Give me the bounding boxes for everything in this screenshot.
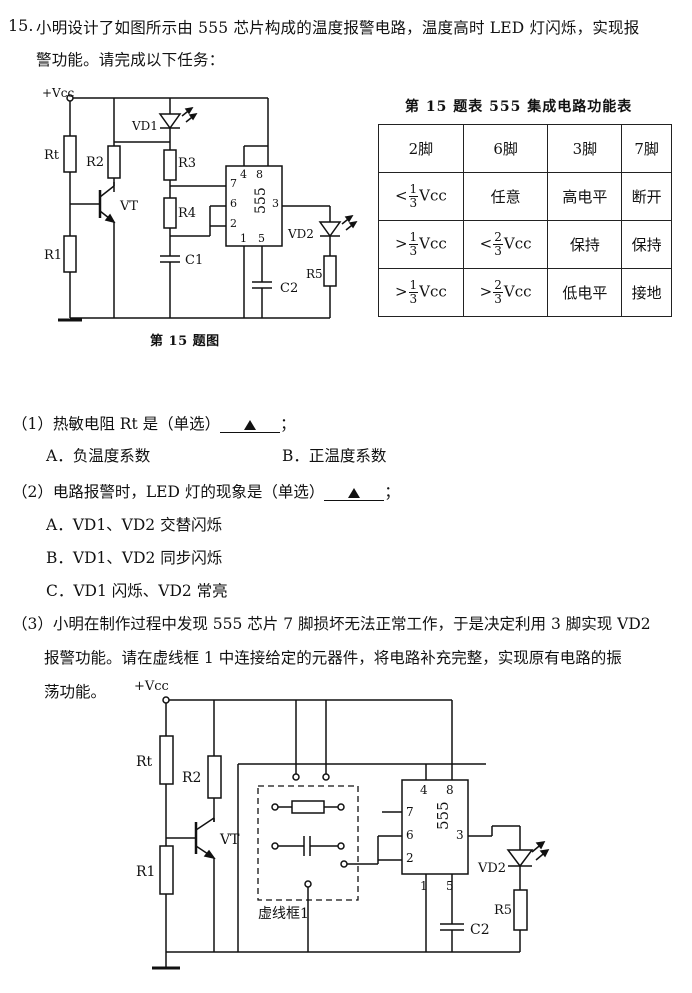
q2-option-a[interactable]: A．VD1、VD2 交替闪烁: [46, 516, 223, 534]
header-cell: 2脚: [378, 124, 464, 173]
q2-stem: （2）电路报警时，LED 灯的现象是（单选）: [12, 483, 325, 501]
svg-text:4: 4: [240, 168, 247, 181]
q3-line2: 报警功能。请在虚线框 1 中连接给定的元器件，将电路补充完整，实现原有电路的振: [44, 649, 622, 667]
svg-text:1: 1: [420, 879, 428, 893]
svg-text:VD2: VD2: [287, 227, 314, 241]
pin3-cell: 高电平: [547, 172, 623, 221]
vcc-label: +Vcc: [42, 86, 74, 100]
question-intro-line1: 小明设计了如图所示由 555 芯片构成的温度报警电路，温度高时 LED 灯闪烁，…: [36, 19, 640, 37]
svg-text:2: 2: [230, 217, 237, 230]
question-number: 15.: [8, 16, 34, 35]
pin7-cell: 保持: [621, 220, 672, 269]
triangle-icon: [244, 420, 257, 430]
question-intro-line2: 警功能。请完成以下任务：: [36, 51, 225, 69]
svg-text:8: 8: [256, 168, 263, 181]
q3-line3: 荡功能。: [44, 683, 107, 701]
svg-text:R4: R4: [178, 206, 196, 221]
q2-option-c[interactable]: C．VD1 闪烁、VD2 常亮: [46, 582, 228, 600]
svg-text:Rt: Rt: [44, 148, 60, 163]
header-cell: 3脚: [547, 124, 623, 173]
svg-text:555: 555: [253, 187, 269, 214]
svg-text:R5: R5: [494, 903, 512, 918]
svg-text:VD2: VD2: [477, 861, 506, 876]
pin7-cell: 断开: [621, 172, 672, 221]
pin3-cell: 保持: [547, 220, 623, 269]
svg-text:555: 555: [434, 801, 452, 830]
svg-text:5: 5: [258, 232, 265, 245]
svg-text:3: 3: [272, 197, 279, 210]
header-cell: 7脚: [621, 124, 672, 173]
svg-text:5: 5: [446, 879, 454, 893]
svg-text:2: 2: [406, 851, 414, 865]
pin6-cell: 任意: [462, 172, 549, 221]
svg-text:3: 3: [456, 828, 464, 842]
svg-text:7: 7: [406, 805, 414, 819]
q2-stem-row: （2）电路报警时，LED 灯的现象是（单选）；: [12, 483, 400, 501]
svg-text:1: 1: [240, 232, 247, 245]
svg-text:VD1: VD1: [131, 119, 158, 133]
circuit-diagram-2: +Vcc Rt R1 R2 VT 虚线框1 5: [134, 679, 550, 970]
svg-text:R1: R1: [136, 864, 155, 880]
svg-text:C2: C2: [470, 922, 490, 938]
q2-option-b[interactable]: B．VD1、VD2 同步闪烁: [46, 549, 223, 567]
svg-text:+Vcc: +Vcc: [134, 679, 169, 694]
svg-text:Rt: Rt: [136, 754, 153, 770]
q1-stem-row: （1）热敏电阻 Rt 是（单选）；: [12, 415, 296, 433]
svg-text:8: 8: [446, 783, 454, 797]
svg-text:R1: R1: [44, 248, 62, 263]
svg-text:VT: VT: [219, 832, 240, 848]
svg-text:6: 6: [406, 828, 414, 842]
svg-text:VT: VT: [119, 199, 138, 214]
svg-text:6: 6: [230, 197, 237, 210]
pin3-cell: 低电平: [547, 268, 623, 317]
svg-text:R2: R2: [86, 155, 104, 170]
q1-option-b[interactable]: B．正温度系数: [282, 447, 387, 465]
svg-text:虚线框1: 虚线框1: [258, 906, 309, 922]
table-header-row: 2脚 6脚 3脚 7脚: [378, 124, 672, 173]
svg-text:7: 7: [230, 177, 237, 190]
q1-option-a[interactable]: A．负温度系数: [46, 447, 151, 465]
table-title: 第 15 题表 555 集成电路功能表: [405, 99, 633, 115]
svg-text:C2: C2: [280, 281, 298, 296]
svg-text:C1: C1: [185, 253, 203, 268]
q1-stem: （1）热敏电阻 Rt 是（单选）: [12, 415, 221, 433]
q1-answer-blank[interactable]: [220, 416, 281, 433]
triangle-icon: [348, 488, 361, 498]
svg-text:R5: R5: [306, 267, 323, 281]
svg-text:4: 4: [420, 783, 428, 797]
svg-text:R3: R3: [178, 156, 196, 171]
circuit-diagram-1: +Vcc Rt R1 R2 VT VD1 R3 R4 C1 555 7 4 8: [42, 86, 358, 322]
q2-answer-blank[interactable]: [324, 484, 385, 501]
header-cell: 6脚: [462, 124, 549, 173]
figure1-caption: 第 15 题图: [150, 334, 220, 349]
svg-text:R2: R2: [182, 770, 201, 786]
q3-line1: （3）小明在制作过程中发现 555 芯片 7 脚损坏无法正常工作，于是决定利用 …: [12, 615, 651, 633]
pin7-cell: 接地: [621, 268, 672, 317]
